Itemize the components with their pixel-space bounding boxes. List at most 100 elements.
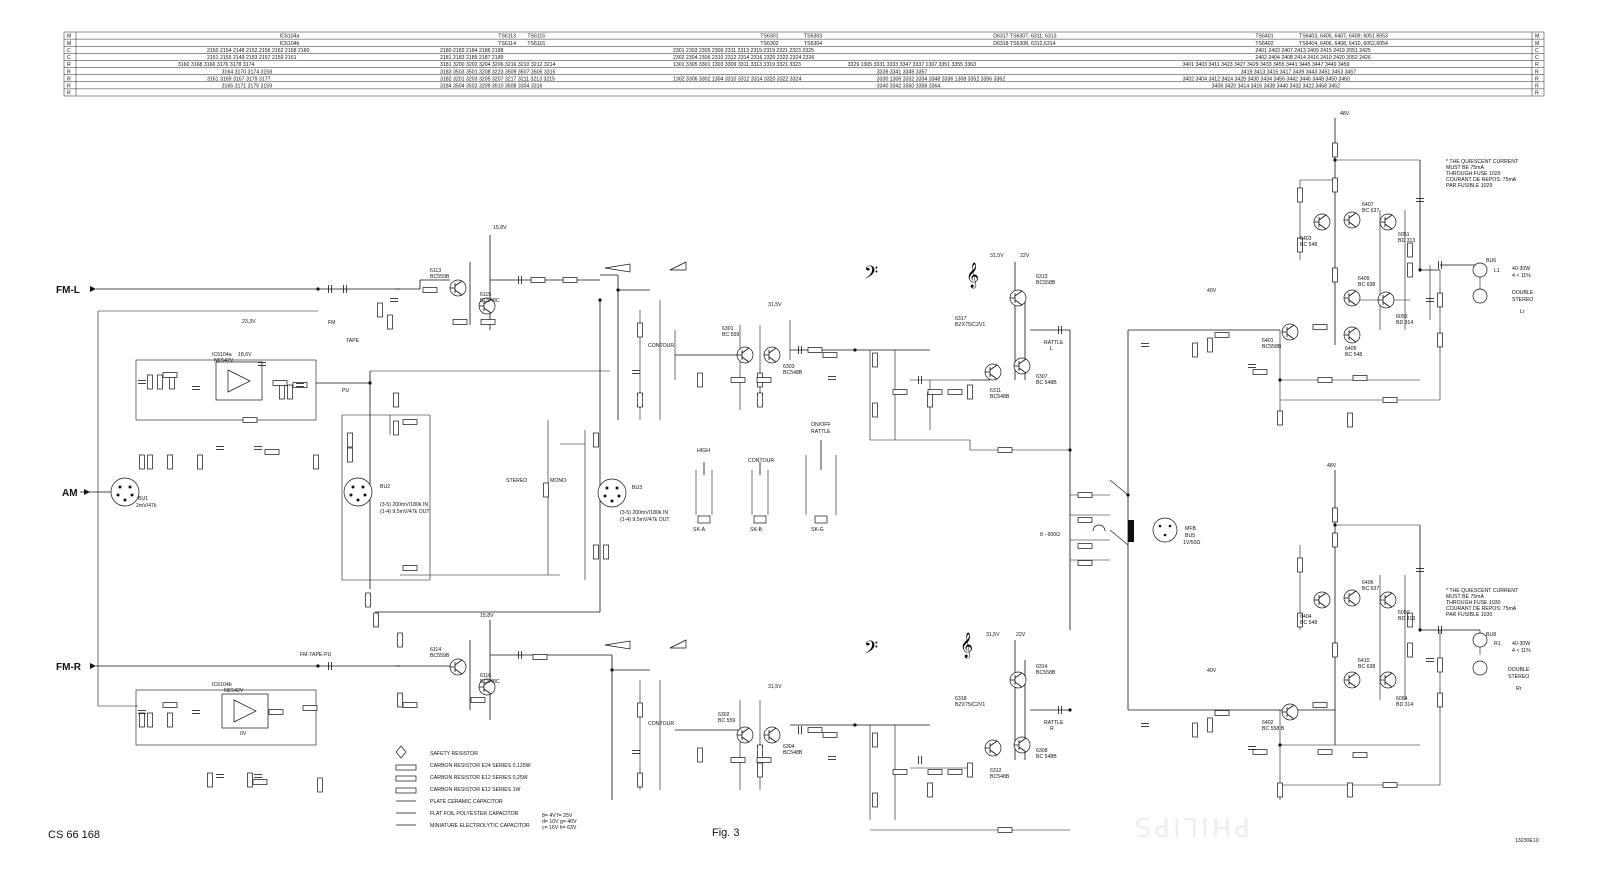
transistor-type: BC558B (1036, 670, 1056, 676)
table-cell: TS6116 (527, 41, 545, 47)
bass-clef-icon: 𝄢 (864, 263, 878, 288)
transistor-ref: 6054 (1396, 696, 1408, 702)
note-line: MUST BE 75mA (1446, 165, 1484, 171)
table-cell: 3340 3342 3350 3358 3364 (877, 83, 941, 89)
table-cell: 1301 3305 3301 1303 3309 3311 3313 3319 … (673, 62, 801, 68)
transistor-6308 (984, 739, 1002, 757)
transistor-6303 (763, 346, 781, 364)
table-cell: 3330 1306 3332 3334 3348 3336 1308 3352 … (877, 76, 1005, 82)
transistor-type: BD 314 (1396, 702, 1413, 708)
table-cell: 3419 3413 3415 3417 3439 3443 3451 3453 … (1241, 69, 1357, 75)
table-cell: 3181 3200 3202 3204 3206 3216 3210 3212 … (440, 62, 556, 68)
lower-power: 40-30W (1512, 641, 1530, 647)
supply-31v-d: 31,5V (986, 632, 1000, 638)
legend-voltage: d= 10V g= 40V (542, 819, 577, 825)
ic-upper-type: NE542V (214, 358, 234, 364)
transistor-type: BC559B (430, 653, 450, 659)
table-cell: 2150 2154 2148 2152 2156 2162 2158 2160 (207, 48, 310, 54)
bu1-connector (110, 477, 140, 507)
bu5-label: MFB (1185, 526, 1196, 532)
labels: FM-L FM-R AM CS 66 168 Fig. 3 13230E10 P… (48, 111, 1539, 844)
transistor-type: BC 637 (1362, 208, 1379, 214)
tone-wedge-icon (604, 263, 631, 273)
legend-item: CARBON RESISTOR E24 SERIES 0,125W (430, 763, 531, 769)
transistor-ref: 6308 (1036, 748, 1048, 754)
rattle-l-1: RATTLE (1044, 340, 1064, 346)
note-line: THROUGH FUSE 1029 (1446, 171, 1501, 177)
transistor-6301 (736, 346, 754, 364)
transistor-ref: 6116 (480, 673, 491, 679)
transistor-ref: 6113 (430, 268, 441, 274)
legend-item: SAFETY RESISTOR (430, 751, 478, 757)
legend-voltage: c= 16V h= 63V (542, 825, 577, 831)
transistor-6402 (1281, 703, 1299, 721)
bu1-spec: 2mV/47k (136, 503, 157, 509)
sk-b-label: SK-B (750, 527, 763, 533)
transistor-type: BC 638 (1358, 664, 1375, 670)
supply-31v-c: 31,5V (990, 253, 1004, 259)
bu3-spec-1: (3-5) 200mV/180k IN (620, 510, 668, 516)
transistor-6113 (449, 279, 467, 297)
stereo-label: STEREO (506, 478, 527, 484)
table-cell: 2401 2403 2407 2413 2409 2415 2419 2051 … (1255, 48, 1371, 54)
upper-stereo-1: DOUBLE (1512, 290, 1534, 296)
table-row-code: R (1535, 69, 1539, 75)
sk-b-button (753, 515, 767, 524)
transistor-6312 (1009, 671, 1027, 689)
transistor-6313 (1013, 357, 1031, 375)
legend-voltage: 8= 4V f= 25V (542, 813, 573, 819)
bu3-connector (597, 478, 627, 508)
table-row-code: R (1535, 83, 1539, 89)
transistor-ref: 6304 (783, 744, 795, 750)
sk-a-label: SK-A (693, 527, 706, 533)
table-cell: 3339 3341 3349 3357 (877, 69, 928, 75)
treble-clef-icon: 𝄞 (966, 262, 979, 288)
legend: SAFETY RESISTOR CARBON RESISTOR E24 SERIE… (395, 745, 577, 831)
legend-item: CARBON RESISTOR E12 SERIES 1W (430, 787, 521, 793)
table-cell: IC6104a (280, 34, 300, 40)
switch-high-label: HIGH (697, 448, 710, 454)
table-cell: 2301 2303 2305 2309 2311 2313 2315 2319 … (673, 48, 814, 54)
supply-48v-upper: 48V (1340, 111, 1350, 117)
drawing-ref: 13230E10 (1515, 838, 1539, 844)
svg-text:L: L (1050, 346, 1053, 352)
bu2-connector (343, 477, 373, 507)
table-cell: TS6303 (804, 34, 822, 40)
table-cell: 2151 2155 2149 2153 2157 2159 2161 (207, 55, 297, 61)
table-row-code: M (67, 41, 71, 47)
transistor-ref: 6405 (1345, 346, 1357, 352)
table-row-code: R (67, 62, 71, 68)
bu8-label: BU8 (1486, 632, 1496, 638)
ic-lower-name: IC6104b (212, 682, 232, 688)
transistor-6401 (1281, 323, 1299, 341)
note-line: PAR FUSIBLE 1030 (1446, 612, 1492, 618)
transistor-ref: 6314 (1036, 664, 1048, 670)
table-cell: 3165 3171 3175 3159 (222, 83, 273, 89)
supply-22v-a: 22V (1020, 253, 1030, 259)
bu3-spec-2: (1-4) 9,5mV/47k OUT (620, 517, 670, 523)
table-cell: TS6404, 6406, 6408, 6410, 6052,6054 (1299, 41, 1388, 47)
bu1-label: BU1 (138, 496, 148, 502)
transistor-6409 (1343, 289, 1361, 307)
fm-label: FM (328, 320, 336, 326)
table-row-code: R (67, 69, 71, 75)
transistor-ref: 6409 (1358, 276, 1370, 282)
table-cell: 2181 2183 2185 2187 2189 (440, 55, 504, 61)
table-row-code: M (67, 34, 71, 40)
transistor-ref: 6318 (955, 696, 967, 702)
transistor-6307 (984, 363, 1002, 381)
supply-158v-b: 15,8V (480, 613, 494, 619)
wiring-lower (96, 470, 1481, 831)
table-cell: TS6113 (498, 34, 516, 40)
supply-40v-lower: 40V (1207, 668, 1217, 674)
lower-rr: Rr (1516, 686, 1522, 692)
sk-g-button (814, 515, 828, 524)
transistor-type: BC548B (990, 394, 1010, 400)
table-cell: 3164 3170 3174 3158 (222, 69, 273, 75)
transistor-type: BC548B (783, 750, 803, 756)
note-line: * THE QUIESCENT CURRENT (1446, 588, 1519, 594)
table-cell: 3184 3504 3502 3209 3510 3508 3304 3316 (440, 83, 543, 89)
sk-a-button (697, 515, 711, 524)
table-cell: TS6302 (760, 41, 778, 47)
